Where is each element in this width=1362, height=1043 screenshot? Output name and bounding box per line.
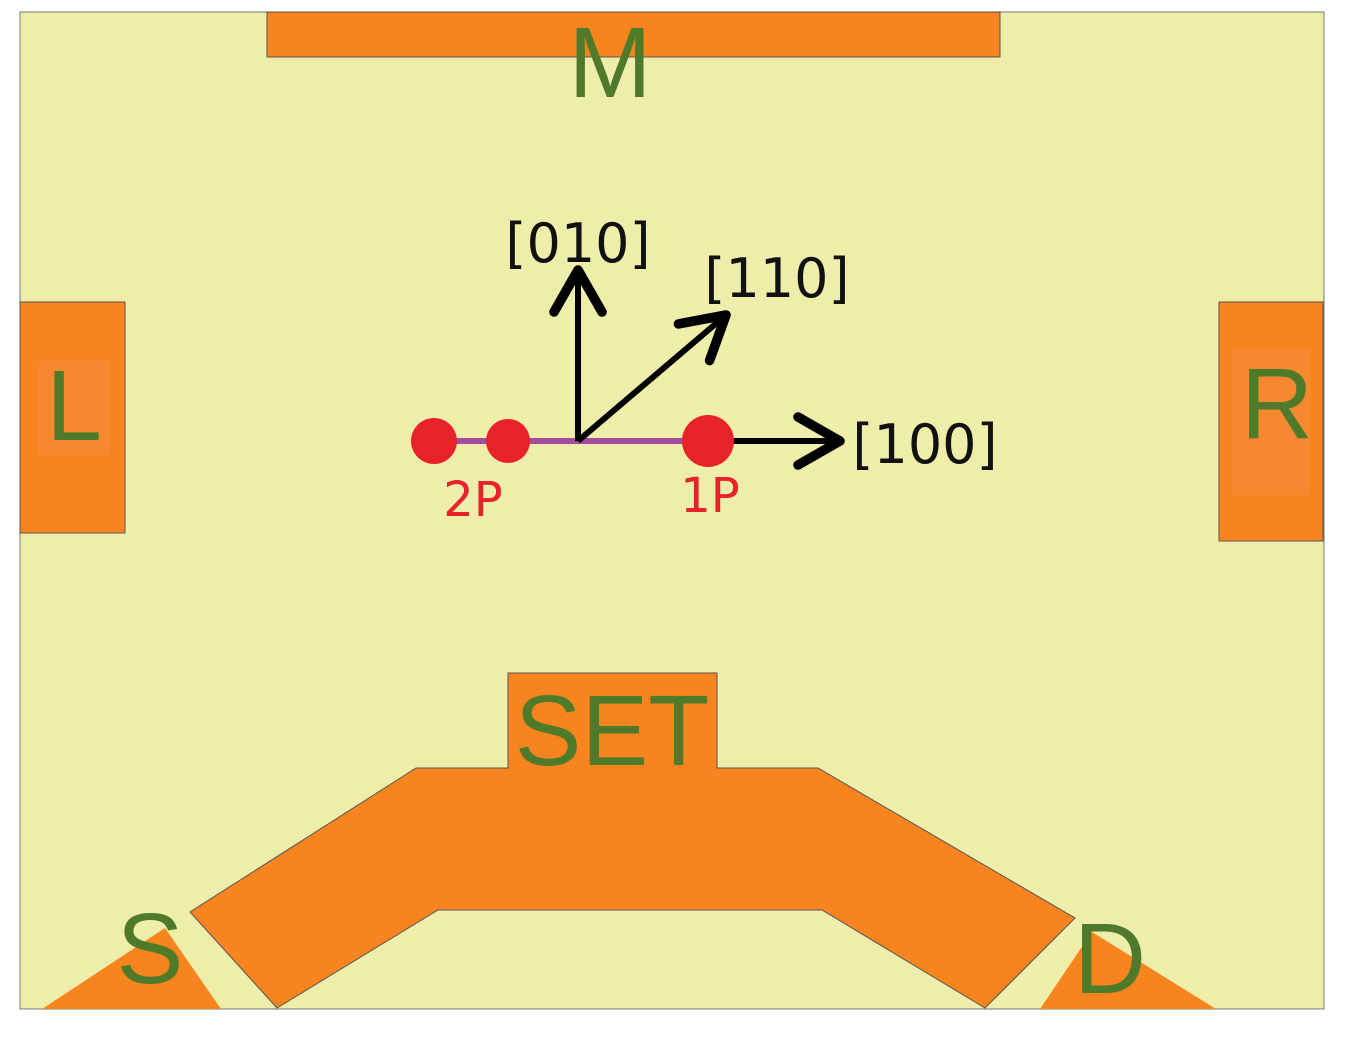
gate-m-label: M [568, 7, 651, 119]
gate-l-arc [32, 320, 75, 379]
dot-2p-outer [411, 418, 457, 464]
axis-100-label: [100] [852, 413, 997, 476]
gate-set-label: SET [515, 675, 709, 787]
gate-l-highlight [38, 360, 110, 455]
axis-010-label: [010] [505, 212, 650, 275]
gate-set [189, 672, 1076, 1009]
gate-r-label: R [1241, 348, 1313, 460]
gate-s-label: S [117, 893, 184, 1005]
gate-r-highlight [1232, 350, 1310, 495]
axis-110-label: [110] [704, 247, 849, 310]
dot-1p [682, 415, 734, 467]
gate-m [266, 11, 1001, 58]
arrow-110 [576, 310, 731, 444]
gate-s [42, 928, 221, 1009]
gate-l-label: L [46, 350, 102, 462]
dot-2p-label: 2P [443, 472, 502, 528]
dot-2p-inner [486, 419, 530, 463]
dot-1p-label: 1P [680, 468, 739, 524]
gate-d [1040, 932, 1216, 1009]
gate-d-label: D [1074, 903, 1146, 1015]
